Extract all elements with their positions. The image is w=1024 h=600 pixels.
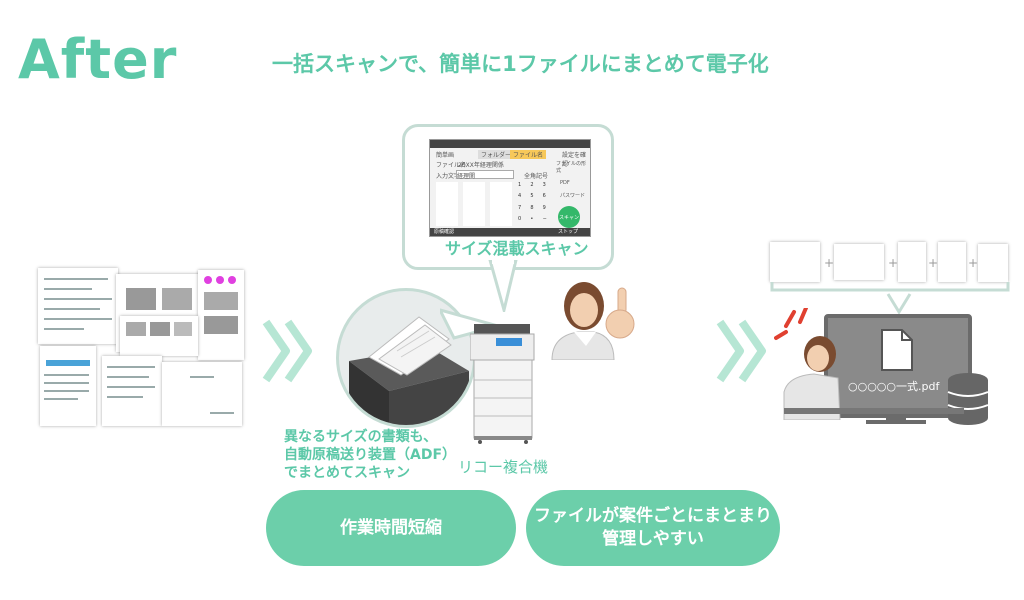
database-icon (947, 373, 989, 425)
benefit-two-line1: ファイルが案件ごとにまとまり (534, 506, 772, 527)
document (102, 356, 162, 426)
key[interactable]: − (542, 215, 547, 222)
file-name: ○○○○○一式.pdf (848, 380, 940, 393)
adf-zoom (336, 288, 476, 428)
person-pointing-icon (551, 282, 635, 360)
bracket-pointer-icon (886, 293, 912, 315)
adf-caption-1: 異なるサイズの書類も、 (284, 429, 438, 445)
office-worker-icon (774, 308, 841, 420)
benefit-one-text: 作業時間短縮 (340, 517, 442, 538)
benefit-pill-time: 作業時間短縮 (266, 490, 516, 566)
key[interactable]: 9 (542, 204, 546, 211)
control-panel-bubble: 簡単画 フォルダー ファイル名 設定を確認 ファイル名 20XX年経理関係 入力… (402, 124, 614, 270)
side-pdf[interactable]: PDF (560, 180, 570, 186)
panel-caption: サイズ混載スキャン (445, 239, 589, 258)
key[interactable]: 6 (542, 193, 546, 200)
merged-pages: + + + + (770, 242, 1010, 292)
input-label: 入力文字 (436, 173, 461, 180)
monitor: ○○○○○一式.pdf (824, 314, 972, 418)
key[interactable]: 0 (518, 215, 522, 222)
document (120, 316, 198, 356)
document-stack (38, 268, 248, 428)
key[interactable]: 5 (530, 193, 534, 200)
bottom-right[interactable]: ストップ (558, 229, 579, 235)
row-label: ファイル名 (436, 162, 467, 169)
adf-caption-3: でまとめてスキャン (284, 465, 410, 481)
file-icon (881, 329, 913, 371)
btn-kigou[interactable]: 記号 (536, 173, 549, 180)
settings-link[interactable]: 設定を確認 (562, 152, 587, 168)
page-thumb (938, 242, 966, 282)
side-title: ファイルの形式 (556, 161, 587, 174)
document (38, 268, 118, 344)
row-value: 20XX年経理関係 (458, 162, 504, 169)
headline: 一括スキャンで、簡単に1ファイルにまとめて電子化 (272, 52, 769, 76)
page-thumb (898, 242, 926, 282)
key[interactable]: 4 (518, 193, 522, 200)
tab-folder[interactable]: フォルダー (478, 150, 515, 159)
start-label: スキャン (558, 214, 579, 221)
speech-tail-icon (488, 260, 518, 312)
key[interactable]: 2 (530, 182, 534, 188)
start-button[interactable]: スキャン (558, 206, 580, 228)
key[interactable]: 3 (542, 182, 546, 188)
key[interactable]: 8 (530, 204, 534, 211)
btn-zenkaku[interactable]: 全角 (524, 173, 537, 180)
arrow-chevrons-icon (262, 319, 312, 383)
page-thumb (834, 244, 884, 280)
panel-top-left: 簡単画 (436, 152, 455, 159)
bottom-left[interactable]: 原稿確認 (434, 229, 455, 235)
key-grid[interactable] (436, 182, 516, 226)
document (198, 270, 244, 360)
adf-caption-2: 自動原稿送り装置（ADF） (284, 447, 457, 463)
tab-filename[interactable]: ファイル名 (510, 150, 547, 159)
input-field[interactable]: 経理関 (456, 170, 514, 180)
benefit-two-line2: 管理しやすい (602, 529, 704, 549)
mfp-label: リコー複合機 (458, 458, 549, 476)
control-panel-screen: 簡単画 フォルダー ファイル名 設定を確認 ファイル名 20XX年経理関係 入力… (429, 139, 591, 237)
document (162, 362, 242, 426)
document (40, 346, 96, 426)
page-thumb (770, 242, 820, 282)
mfp-printer (469, 320, 538, 444)
page-thumb (978, 244, 1008, 282)
benefit-pill-manage: ファイルが案件ごとにまとまり 管理しやすい (526, 490, 780, 566)
key[interactable]: • (530, 215, 534, 222)
after-title: After (18, 28, 178, 91)
side-option[interactable]: パスワード (560, 193, 586, 199)
arrow-chevrons-icon (716, 319, 766, 383)
key[interactable]: 1 (518, 182, 522, 188)
key[interactable]: 7 (518, 204, 522, 211)
